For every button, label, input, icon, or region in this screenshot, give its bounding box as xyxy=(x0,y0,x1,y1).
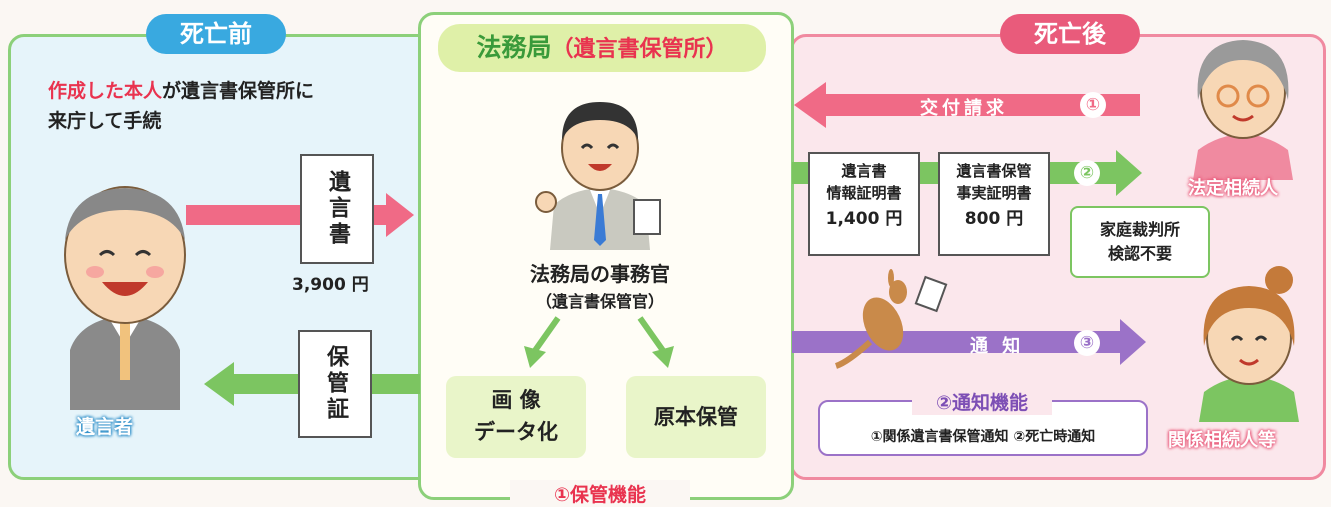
request-label: 交付請求 xyxy=(920,98,1008,119)
will-info-certificate: 遺言書 情報証明書 1,400 円 xyxy=(808,152,920,256)
cert2-line2: 事実証明書 xyxy=(956,184,1032,202)
storage-function-label: ①保管機能 xyxy=(510,480,690,507)
down-arrow-right xyxy=(637,316,674,368)
request-arrow xyxy=(794,82,1140,128)
notify-function-items: ①関係遺言書保管通知 ②死亡時通知 xyxy=(870,429,1096,445)
court-line1: 家庭裁判所 xyxy=(1099,220,1180,239)
cert2-line1: 遺言書保管 xyxy=(956,162,1032,180)
after-death-title: 死亡後 xyxy=(1000,14,1140,54)
before-caption: 作成した本人が遺言書保管所に 来庁して手続 xyxy=(48,76,314,136)
notify-label: 通 知 xyxy=(970,336,1025,357)
bureau-title-paren: （遺言書保管所） xyxy=(551,37,728,62)
court-line2: 検認不要 xyxy=(1107,244,1172,263)
testator-label: 遺言者 xyxy=(76,416,134,438)
notify-function-title: ②通知機能 xyxy=(912,388,1052,415)
notify-number: ③ xyxy=(1074,330,1100,356)
down-arrow-left xyxy=(524,316,561,368)
bureau-title: 法務局（遺言書保管所） xyxy=(438,24,766,72)
family-court-box: 家庭裁判所 検認不要 xyxy=(1070,206,1210,278)
issue-number: ② xyxy=(1074,160,1100,186)
related-heirs-label: 関係相続人等 xyxy=(1168,430,1276,451)
testator-illustration xyxy=(64,186,186,410)
cert1-line1: 遺言書 xyxy=(841,162,887,180)
digitize-line1: 画 像 xyxy=(491,388,541,412)
cert2-fee: 800 円 xyxy=(964,209,1024,229)
custody-certificate: 保管証 xyxy=(298,330,372,438)
elderly-heir-illustration xyxy=(1193,40,1293,180)
original-storage-box: 原本保管 xyxy=(626,376,766,458)
cert1-line2: 情報証明書 xyxy=(826,184,902,202)
will-document: 遺言書 xyxy=(300,154,374,264)
officer-subtitle: （遺言書保管官） xyxy=(535,292,664,311)
will-custody-fact-certificate: 遺言書保管 事実証明書 800 円 xyxy=(938,152,1050,256)
request-number: ① xyxy=(1080,92,1106,118)
caption-line2: 来庁して手続 xyxy=(48,110,162,132)
cert1-fee: 1,400 円 xyxy=(825,209,903,229)
officer-title: 法務局の事務官 xyxy=(530,262,670,286)
kangaroo-messenger-illustration xyxy=(834,269,948,369)
young-heir-illustration xyxy=(1199,266,1299,422)
caption-rest: が遺言書保管所に xyxy=(162,80,315,102)
will-fee: 3,900 円 xyxy=(292,275,369,295)
digitize-line2: データ化 xyxy=(474,420,558,444)
digitize-box: 画 像 データ化 xyxy=(446,376,586,458)
legal-heir-label: 法定相続人 xyxy=(1188,178,1278,199)
before-death-title: 死亡前 xyxy=(146,14,286,54)
caption-highlight: 作成した本人 xyxy=(48,80,163,102)
bureau-title-main: 法務局 xyxy=(476,33,552,62)
officer-illustration xyxy=(535,102,661,250)
